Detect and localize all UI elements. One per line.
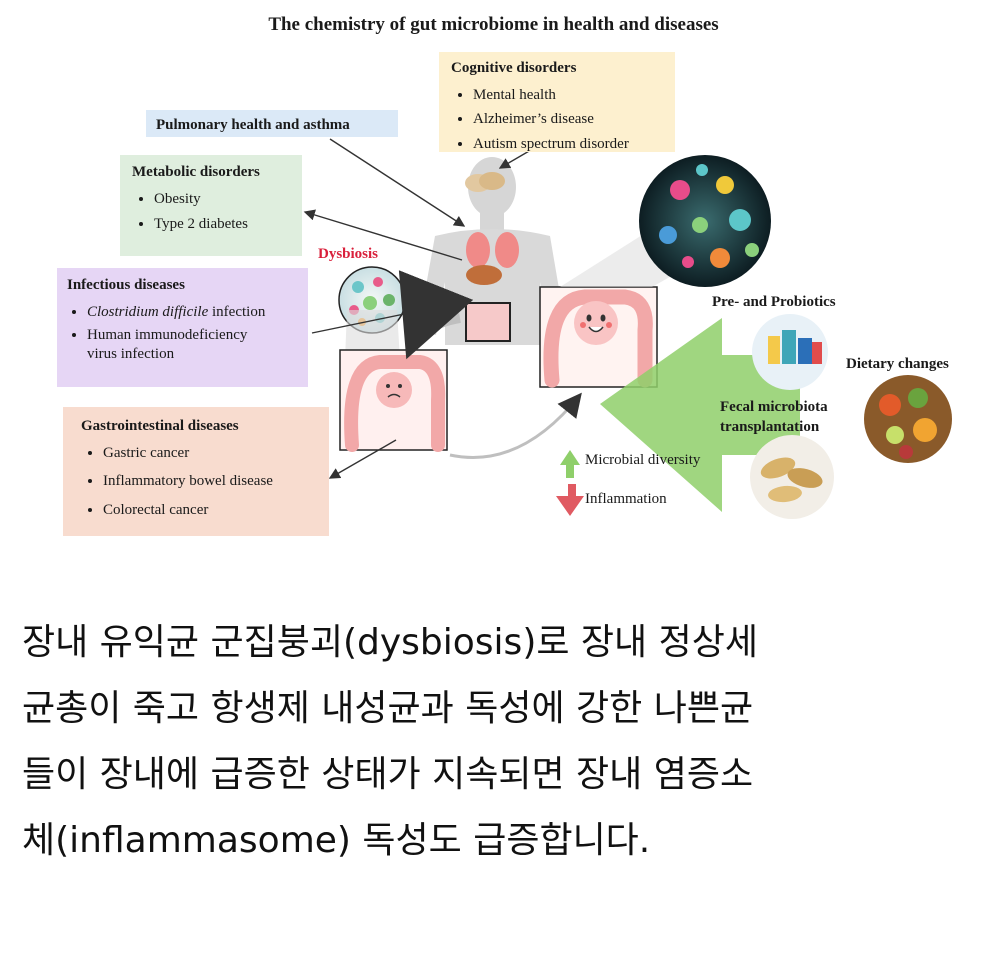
pulmonary-heading: Pulmonary health and asthma [156,117,350,133]
microbial-diversity-label: Microbial diversity [585,452,701,468]
fecal-transplant-label: Fecal microbiota transplantation [720,398,828,437]
dysbiosis-intestine-panel [339,349,448,452]
infectious-item-rest: infection [208,303,266,320]
pulmonary-box: Pulmonary health and asthma [146,110,398,137]
caption-line: 장내 유익균 군집붕괴(dysbiosis)로 장내 정상세 [22,622,758,663]
figure-title: The chemistry of gut microbiome in healt… [268,14,719,35]
dietary-changes-label: Dietary changes [846,356,949,372]
gastro-item: Colorectal cancer [103,499,311,522]
fecal-line1: Fecal microbiota [720,399,828,415]
caption-line: 균총이 죽고 항생제 내성균과 독성에 강한 나쁜균 [22,688,754,729]
dysbiosis-label: Dysbiosis [318,246,379,262]
cognitive-item: Alzheimer’s disease [473,108,663,131]
gut-microbiome-figure: The chemistry of gut microbiome in healt… [0,0,987,560]
metabolic-item: Type 2 diabetes [154,213,290,236]
metabolic-item: Obesity [154,188,290,211]
cognitive-item: Autism spectrum disorder [473,133,663,156]
dysbiosis-microbe-circle [338,266,406,360]
figure-graphics [303,135,952,519]
metabolic-heading: Metabolic disorders [132,164,260,180]
fecal-capsules-image [750,435,834,519]
gastrointestinal-diseases-box: Gastrointestinal diseases Gastric cancer… [63,407,329,536]
infectious-item-italic: Clostridium difficile [87,303,209,320]
infectious-item: Human immunodeficiency virus infection [87,326,298,364]
cognitive-item: Mental health [473,84,663,107]
caption-line: 체(inflammasome) 독성도 급증합니다. [22,820,651,861]
infectious-heading: Infectious diseases [67,277,185,293]
probiotics-image [752,314,828,390]
healthy-intestine-panel [539,286,658,388]
gastro-item: Inflammatory bowel disease [103,470,311,493]
caption-line: 들이 장내에 급증한 상태가 지속되면 장내 염증소 [22,754,754,795]
infectious-item2-line2: virus infection [87,345,175,362]
pre-probiotics-label: Pre- and Probiotics [712,294,836,310]
infectious-item2-line1: Human immunodeficiency [87,327,248,343]
korean-caption: 장내 유익균 군집붕괴(dysbiosis)로 장내 정상세 균총이 죽고 항생… [22,610,972,874]
infectious-item: Clostridium difficile infection [87,301,298,324]
up-arrow-icon [560,450,580,478]
infectious-diseases-box: Infectious diseases Clostridium difficil… [57,268,308,387]
down-arrow-icon [556,484,584,516]
cognitive-heading: Cognitive disorders [451,60,577,76]
metabolic-disorders-box: Metabolic disorders Obesity Type 2 diabe… [120,155,302,256]
fecal-line2: transplantation [720,418,820,435]
healthy-microbe-circle [560,155,771,287]
inflammation-label: Inflammation [585,491,667,507]
dietary-changes-image [864,375,952,463]
green-intervention-arrow [600,318,800,512]
cognitive-disorders-box: Cognitive disorders Mental health Alzhei… [439,52,675,152]
gastro-item: Gastric cancer [103,442,311,465]
gastro-heading: Gastrointestinal diseases [81,418,239,434]
